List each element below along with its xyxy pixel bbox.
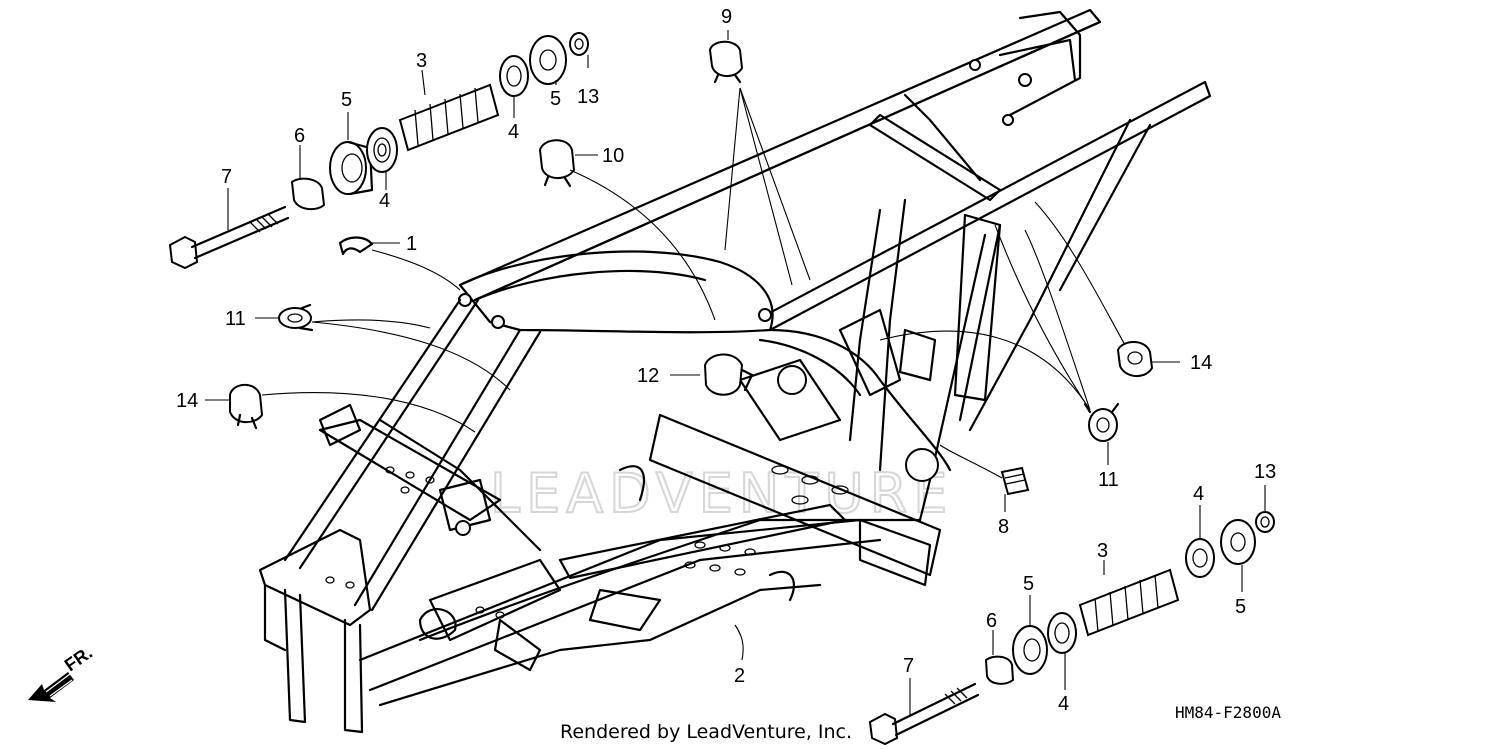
callout-6-lower: 6 xyxy=(986,610,997,632)
clamp-part-9 xyxy=(708,40,744,84)
callout-13-lower: 13 xyxy=(1254,461,1276,483)
watermark: LEADVENTURE xyxy=(490,462,953,525)
callout-14-right: 14 xyxy=(1190,352,1212,374)
callout-11-left: 11 xyxy=(225,308,246,330)
callout-7-upper: 7 xyxy=(221,166,232,188)
drawing-code: HM84-F2800A xyxy=(1175,703,1281,722)
pivot-assembly-lower xyxy=(868,511,1275,746)
callout-6-upper: 6 xyxy=(294,125,305,147)
clip-part-1 xyxy=(338,236,374,256)
front-direction-label: FR. xyxy=(61,642,96,675)
callout-1: 1 xyxy=(406,233,417,255)
callout-5-upper-right: 5 xyxy=(550,88,561,110)
callout-8: 8 xyxy=(998,516,1009,538)
callout-5-upper-left: 5 xyxy=(341,89,352,111)
front-direction-arrow-icon xyxy=(28,672,74,702)
callout-4-upper-right: 4 xyxy=(508,121,519,143)
clamp-part-10 xyxy=(538,139,576,188)
callout-9: 9 xyxy=(721,6,732,28)
callout-labels: 9 3 5 13 5 4 6 10 4 7 1 11 12 14 14 11 8… xyxy=(176,6,1276,715)
callout-11-right: 11 xyxy=(1098,469,1119,491)
callout-12: 12 xyxy=(637,365,659,387)
clamp-part-14-right xyxy=(1116,341,1154,377)
callout-2: 2 xyxy=(734,665,745,687)
band-part-12 xyxy=(703,353,754,396)
grommet-part-8 xyxy=(1000,466,1030,496)
callout-4-lower-right: 4 xyxy=(1193,483,1204,505)
clamp-part-11-left xyxy=(278,303,314,332)
leader-lines xyxy=(205,30,1266,715)
frame-body xyxy=(258,8,1212,734)
callout-5-lower-right: 5 xyxy=(1235,596,1246,618)
callout-10: 10 xyxy=(602,145,624,167)
pivot-assembly-upper xyxy=(168,32,589,270)
callout-14-left: 14 xyxy=(176,390,198,412)
callout-3-upper: 3 xyxy=(416,50,427,72)
clamp-part-14-left xyxy=(229,383,264,430)
callout-13-upper: 13 xyxy=(577,86,599,108)
callout-4-upper-left: 4 xyxy=(379,190,390,212)
clamp-part-11-right xyxy=(1083,402,1120,442)
callout-5-lower-left: 5 xyxy=(1023,573,1034,595)
callout-7-lower: 7 xyxy=(903,655,914,677)
callout-4-lower-left: 4 xyxy=(1058,693,1069,715)
callout-3-lower: 3 xyxy=(1097,540,1108,562)
credit-line: Rendered by LeadVenture, Inc. xyxy=(560,721,852,743)
